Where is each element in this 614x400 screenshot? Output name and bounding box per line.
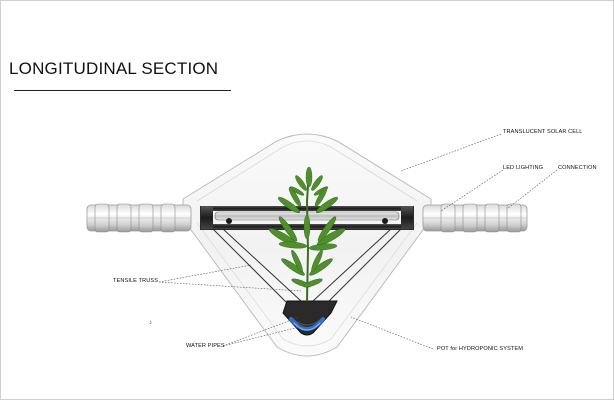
label-translucent-solar-cell: TRANSLUCENT SOLAR CELL <box>503 129 583 135</box>
leader-lines <box>158 133 558 350</box>
right-connection-tube <box>422 203 528 233</box>
label-tensile-truss: TENSILE TRUSS <box>113 278 159 284</box>
page-title: LONGITUDINAL SECTION <box>9 59 219 78</box>
label-pot-hydroponic: POT for HYDROPONIC SYSTEM <box>437 346 524 352</box>
water-pipes <box>289 317 325 331</box>
title-underline <box>14 90 231 91</box>
left-connection-tube <box>86 203 192 233</box>
small-mark: ♪ <box>149 320 152 326</box>
label-connection: CONNECTION <box>558 165 597 171</box>
label-led-lighting: LED LIGHTING <box>503 165 544 171</box>
plant <box>268 166 346 319</box>
tensile-truss-cables <box>212 228 402 316</box>
label-water-pipes: WATER PIPES <box>186 343 225 349</box>
